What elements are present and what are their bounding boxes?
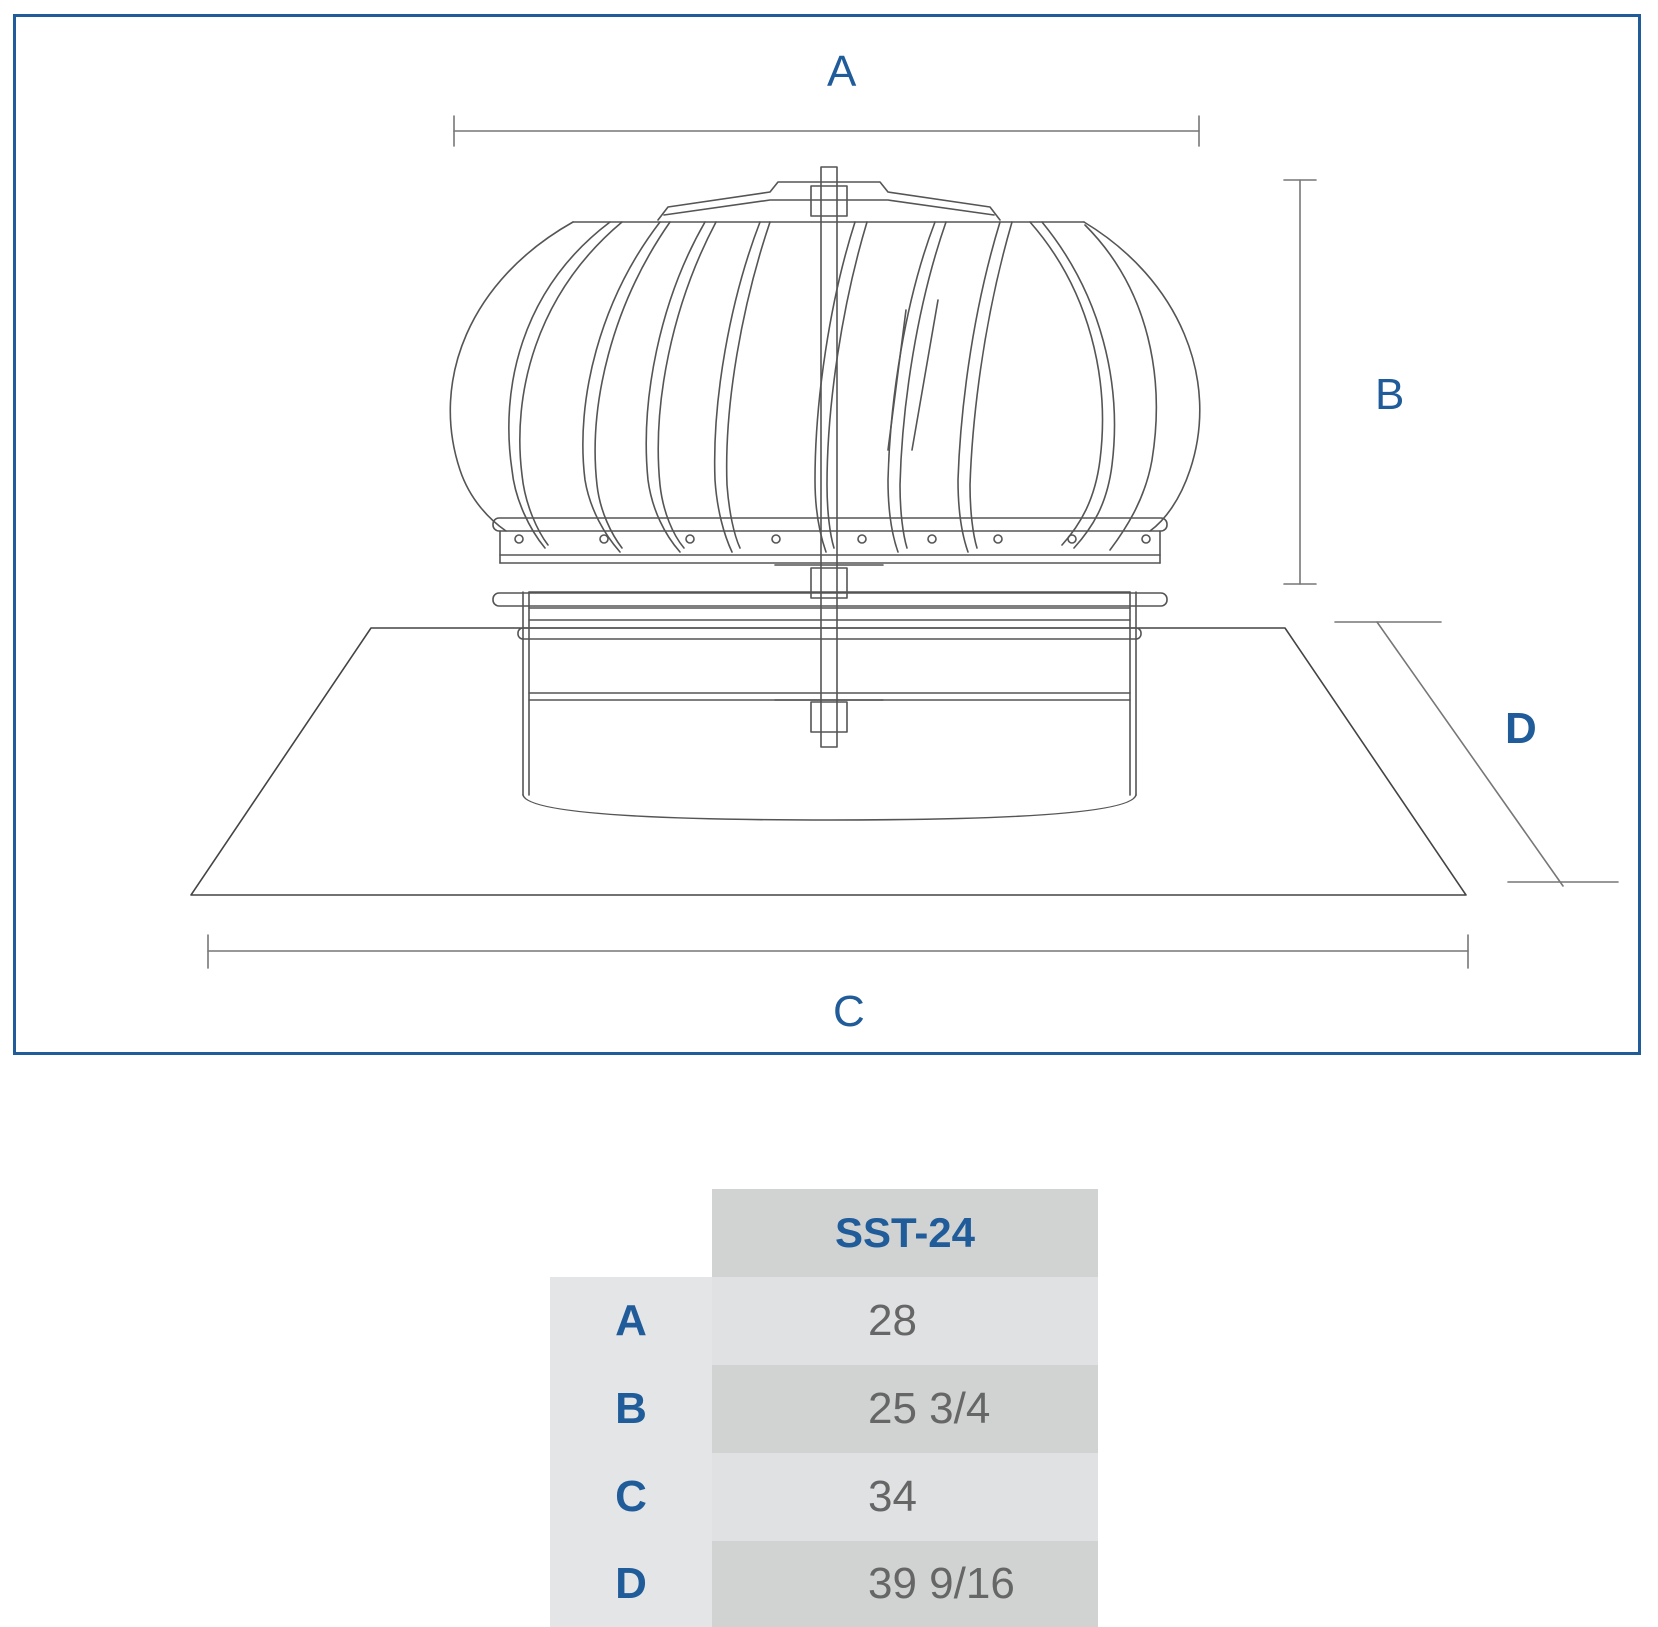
vane-rivets (514, 534, 1151, 544)
dimension-line-b (1283, 179, 1317, 585)
dimension-label-a: A (827, 47, 857, 96)
row-label-c: C (550, 1453, 712, 1541)
row-value-a: 28 (712, 1277, 1098, 1365)
flashing-base-plate (190, 627, 1467, 896)
turbine-dome-outline (449, 221, 1201, 532)
row-label-b: B (550, 1365, 712, 1453)
row-value-c: 34 (712, 1453, 1098, 1541)
table-header-model: SST-24 (712, 1189, 1098, 1277)
dimension-label-b: B (1375, 370, 1405, 419)
row-label-d: D (550, 1541, 712, 1627)
turbine-vent-diagram (190, 115, 1619, 969)
row-value-d: 39 9/16 (712, 1541, 1098, 1627)
dimension-label-c: C (833, 987, 865, 1036)
collar-rings (492, 517, 1168, 640)
row-value-b: 25 3/4 (712, 1365, 1098, 1453)
dimension-line-a (453, 115, 1200, 147)
throat-cylinder (522, 591, 1137, 821)
center-spindle (774, 166, 884, 748)
dimension-line-d (1334, 621, 1619, 887)
drawing-frame (13, 14, 1641, 1055)
turbine-top-cap (572, 181, 1085, 223)
dimension-label-d: D (1505, 704, 1537, 753)
dimension-line-c (207, 934, 1469, 969)
row-label-a: A (550, 1277, 712, 1365)
turbine-vanes (508, 221, 1158, 553)
